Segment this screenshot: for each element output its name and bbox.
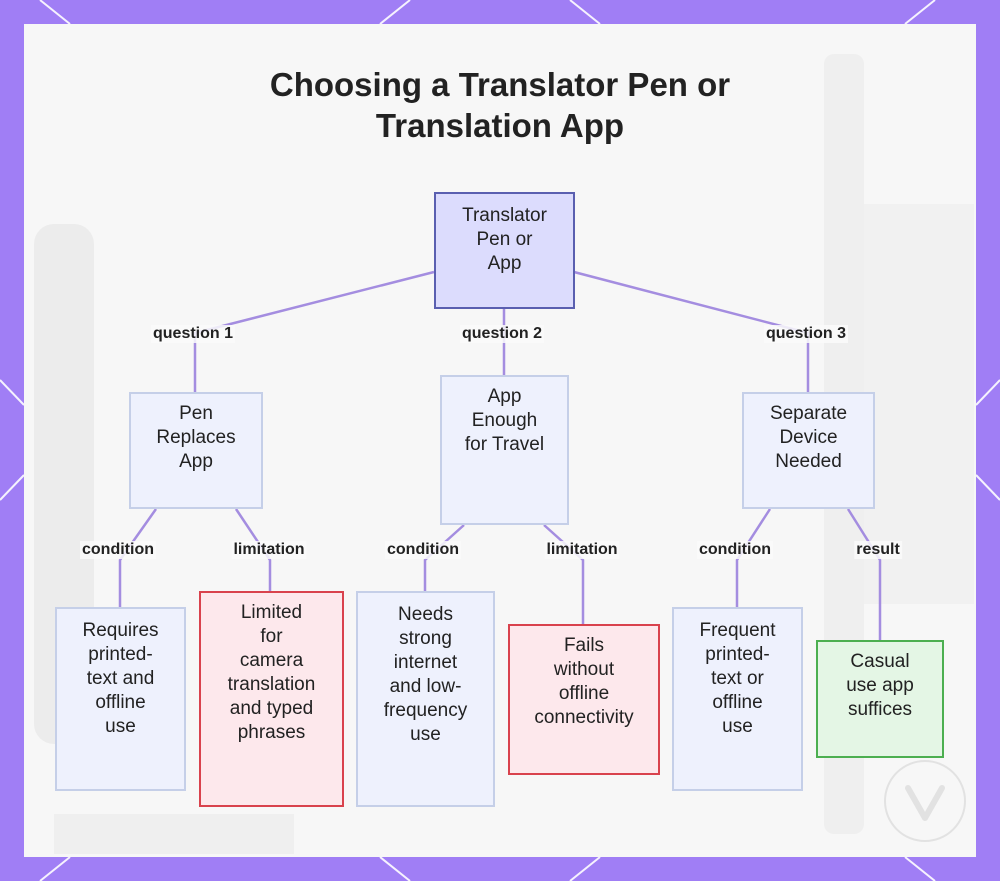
title-line-2: Translation App [375, 107, 625, 144]
edge-separate-to-frequent [735, 508, 772, 608]
root-node-label: Translator Pen or App [462, 205, 547, 274]
app-enough-label: App Enough for Travel [464, 386, 545, 455]
edge-label-result: result [854, 541, 902, 559]
frequent-printed-text-label: Frequent printed- text or offline use [699, 620, 776, 737]
title-line-1: Choosing a Translator Pen or [269, 66, 731, 103]
edge-pen-to-requires [118, 508, 158, 608]
limited-camera-node: Limited for camera translation and typed… [199, 591, 344, 807]
edge-app-to-needs-internet [423, 524, 465, 592]
requires-printed-text-node: Requires printed- text and offline use [55, 607, 186, 791]
pen-replaces-app-node: Pen Replaces App [129, 392, 263, 509]
edge-label-limitation-1: limitation [231, 541, 307, 559]
frequent-printed-text-node: Frequent printed- text or offline use [672, 607, 803, 791]
requires-printed-text-label: Requires printed- text and offline use [82, 620, 159, 737]
diagram-title: Choosing a Translator Pen or Translation… [0, 64, 1000, 146]
edge-label-condition-1: condition [80, 541, 156, 559]
separate-device-node: Separate Device Needed [742, 392, 875, 509]
needs-internet-label: Needs strong internet and low- frequency… [383, 604, 468, 745]
logo-watermark-icon [884, 760, 966, 842]
edge-app-to-fails-offline [543, 524, 585, 625]
separate-device-label: Separate Device Needed [769, 403, 848, 472]
root-node: Translator Pen or App [434, 192, 575, 309]
pen-replaces-app-label: Pen Replaces App [156, 403, 236, 472]
edge-label-limitation-2: limitation [544, 541, 620, 559]
edge-label-question-3: question 3 [763, 325, 849, 343]
fails-offline-label: Fails without offline connectivity [534, 635, 634, 728]
casual-use-app-node: Casual use app suffices [816, 640, 944, 758]
edge-label-condition-3: condition [697, 541, 773, 559]
needs-internet-node: Needs strong internet and low- frequency… [356, 591, 495, 807]
app-enough-node: App Enough for Travel [440, 375, 569, 525]
edge-label-question-2: question 2 [459, 325, 545, 343]
edge-separate-to-casual [846, 508, 882, 641]
edge-pen-to-limited [234, 508, 272, 592]
casual-use-app-label: Casual use app suffices [846, 651, 914, 720]
limited-camera-label: Limited for camera translation and typed… [227, 602, 316, 743]
edge-label-question-1: question 1 [150, 325, 236, 343]
edge-label-condition-2: condition [385, 541, 461, 559]
fails-offline-node: Fails without offline connectivity [508, 624, 660, 775]
